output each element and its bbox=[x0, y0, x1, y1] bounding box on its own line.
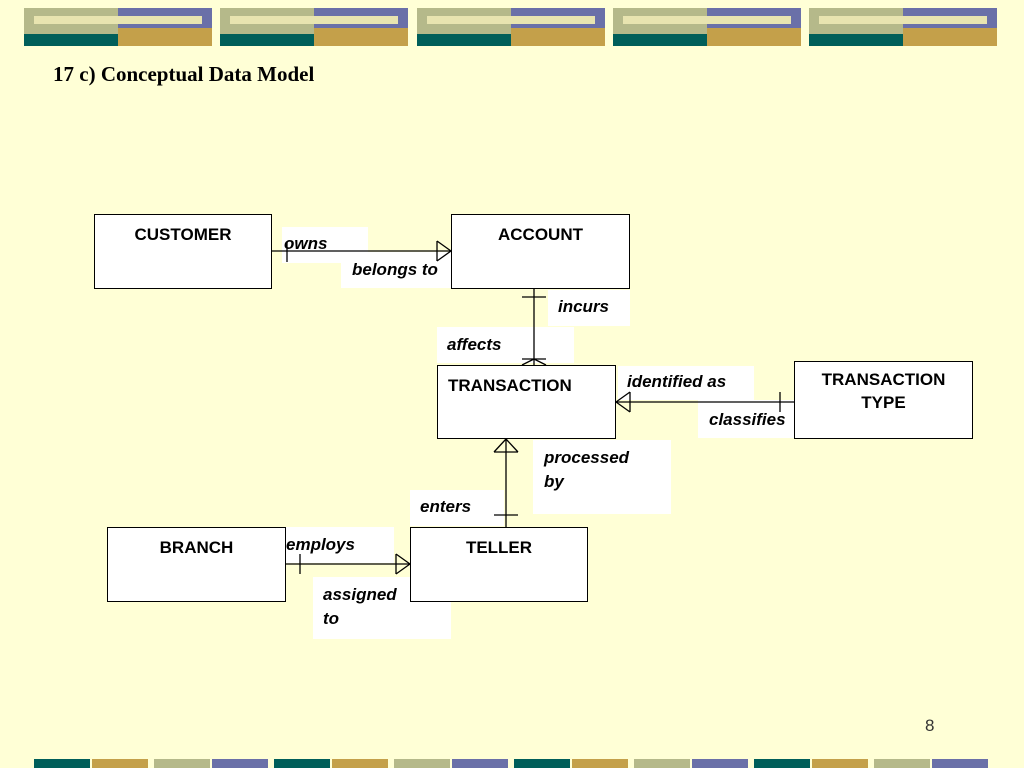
banner-block bbox=[24, 34, 118, 46]
banner-block bbox=[572, 759, 628, 768]
relationship-owns: owns bbox=[284, 234, 328, 253]
entity-customer-label: CUSTOMER bbox=[134, 225, 232, 244]
banner-block bbox=[417, 34, 511, 46]
banner-stripe bbox=[623, 16, 791, 24]
entity-transaction-label: TRANSACTION bbox=[448, 376, 572, 395]
banner-stripe bbox=[34, 16, 202, 24]
banner-block bbox=[118, 28, 212, 46]
relationship-belongs-to: belongs to bbox=[352, 260, 438, 279]
entity-transaction: TRANSACTION bbox=[437, 365, 616, 439]
entity-transaction-type-label: TRANSACTION TYPE bbox=[821, 370, 946, 412]
entity-teller: TELLER bbox=[410, 527, 588, 602]
banner-block bbox=[874, 759, 930, 768]
banner-block bbox=[220, 34, 314, 46]
entity-customer: CUSTOMER bbox=[94, 214, 272, 289]
banner-block bbox=[394, 759, 450, 768]
identified-as-label-box bbox=[618, 366, 754, 400]
banner-block bbox=[514, 759, 570, 768]
banner-block bbox=[511, 28, 605, 46]
entity-account: ACCOUNT bbox=[451, 214, 630, 289]
entity-teller-label: TELLER bbox=[465, 538, 533, 557]
relationship-assigned-to: assigned to bbox=[323, 585, 397, 628]
banner-block bbox=[92, 759, 148, 768]
banner-block bbox=[452, 759, 508, 768]
banner-block bbox=[34, 759, 90, 768]
entity-branch: BRANCH bbox=[107, 527, 286, 602]
banner-block bbox=[314, 28, 408, 46]
relationship-processed-by: processed by bbox=[544, 448, 630, 491]
banner-block bbox=[809, 34, 903, 46]
relationship-classifies: classifies bbox=[709, 410, 786, 429]
banner-block bbox=[932, 759, 988, 768]
belongs-to-label-box bbox=[341, 252, 451, 288]
relationship-employs: employs bbox=[286, 535, 355, 554]
employs-label-box bbox=[286, 527, 394, 563]
banner-block bbox=[707, 28, 801, 46]
processed-by-label-box bbox=[533, 440, 671, 514]
banner-block bbox=[212, 759, 268, 768]
banner-block bbox=[812, 759, 868, 768]
entity-branch-label: BRANCH bbox=[159, 538, 234, 557]
page-title: 17 c) Conceptual Data Model bbox=[53, 62, 315, 86]
top-banner-graphic bbox=[24, 8, 997, 46]
relationship-affects: affects bbox=[447, 335, 502, 354]
banner-stripe bbox=[819, 16, 987, 24]
affects-label-box bbox=[437, 327, 574, 363]
banner-block bbox=[154, 759, 210, 768]
banner-stripe bbox=[427, 16, 595, 24]
banner-block bbox=[903, 28, 997, 46]
incurs-label-box bbox=[548, 290, 630, 326]
entity-account-label: ACCOUNT bbox=[498, 225, 583, 244]
banner-block bbox=[613, 34, 707, 46]
page-number: 8 bbox=[925, 716, 935, 735]
banner-block bbox=[332, 759, 388, 768]
relationship-incurs: incurs bbox=[558, 297, 610, 316]
banner-stripe bbox=[230, 16, 398, 24]
relationship-identified-as: identified as bbox=[627, 372, 727, 391]
classifies-label-box bbox=[698, 400, 795, 438]
banner-block bbox=[634, 759, 690, 768]
banner-block bbox=[754, 759, 810, 768]
banner-block bbox=[692, 759, 748, 768]
relationship-enters: enters bbox=[420, 497, 472, 516]
entity-transaction-type: TRANSACTION TYPE bbox=[794, 361, 973, 439]
banner-block bbox=[274, 759, 330, 768]
enters-label-box bbox=[410, 490, 504, 526]
